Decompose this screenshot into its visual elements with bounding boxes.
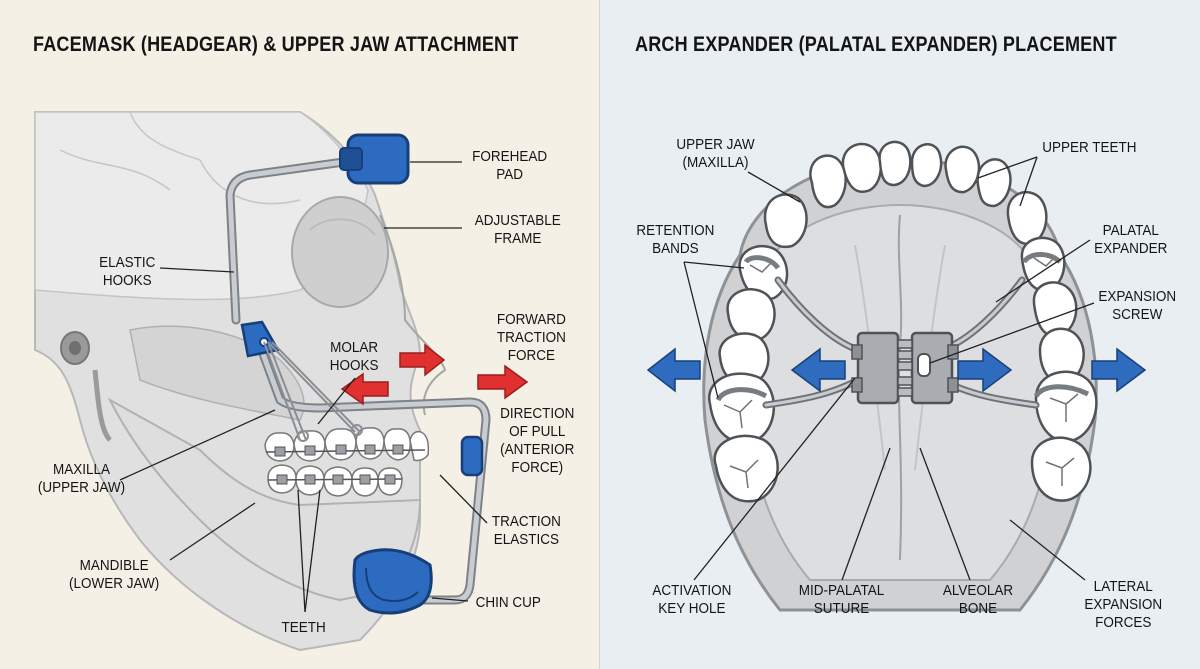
pull-direction-arrow — [340, 372, 389, 406]
traction-elastics — [263, 341, 363, 442]
chin-cup — [352, 548, 433, 615]
molar-grooves — [723, 255, 1079, 489]
expander-arms — [762, 276, 1040, 409]
activation-key-hole — [917, 353, 931, 377]
facemask-panel: FACEMASK (HEADGEAR) & UPPER JAW ATTACHME… — [33, 33, 575, 652]
lateral-expansion-arrow-right — [1091, 347, 1147, 393]
expansion-screw — [851, 331, 959, 405]
retention-bands — [715, 252, 1090, 402]
label-upper-jaw: UPPER JAW(MAXILLA) — [676, 136, 755, 171]
leader-lines — [119, 161, 488, 613]
label-chin-cup: CHIN CUP — [475, 594, 541, 611]
right-panel-title: ARCH EXPANDER (PALATAL EXPANDER) PLACEME… — [635, 33, 1117, 56]
bracket-set — [274, 444, 404, 485]
left-panel-title: FACEMASK (HEADGEAR) & UPPER JAW ATTACHME… — [33, 33, 519, 56]
label-teeth: TEETH — [281, 619, 326, 636]
forehead-pad — [339, 133, 410, 185]
label-upper-teeth: UPPER TEETH — [1042, 139, 1137, 156]
inner-expansion-arrow-left — [790, 347, 846, 393]
label-maxilla: MAXILLA(UPPER JAW) — [37, 461, 126, 496]
upper-teeth-arch — [707, 140, 1098, 503]
lateral-expansion-arrow-left — [646, 347, 701, 393]
skull-illustration — [34, 111, 447, 652]
side-pad — [460, 435, 484, 477]
forward-force-arrow — [399, 343, 446, 377]
traction-force-arrow — [477, 364, 529, 400]
expander-panel: ARCH EXPANDER (PALATAL EXPANDER) PLACEME… — [600, 0, 1200, 669]
label-mandible: MANDIBLE(LOWER JAW) — [69, 557, 160, 592]
expander-illustration — [646, 140, 1147, 612]
inner-expansion-arrow-right — [957, 347, 1013, 393]
leader-lines-right — [683, 156, 1095, 581]
facemask-illustration — [34, 111, 529, 652]
eye-orbit — [291, 196, 389, 308]
